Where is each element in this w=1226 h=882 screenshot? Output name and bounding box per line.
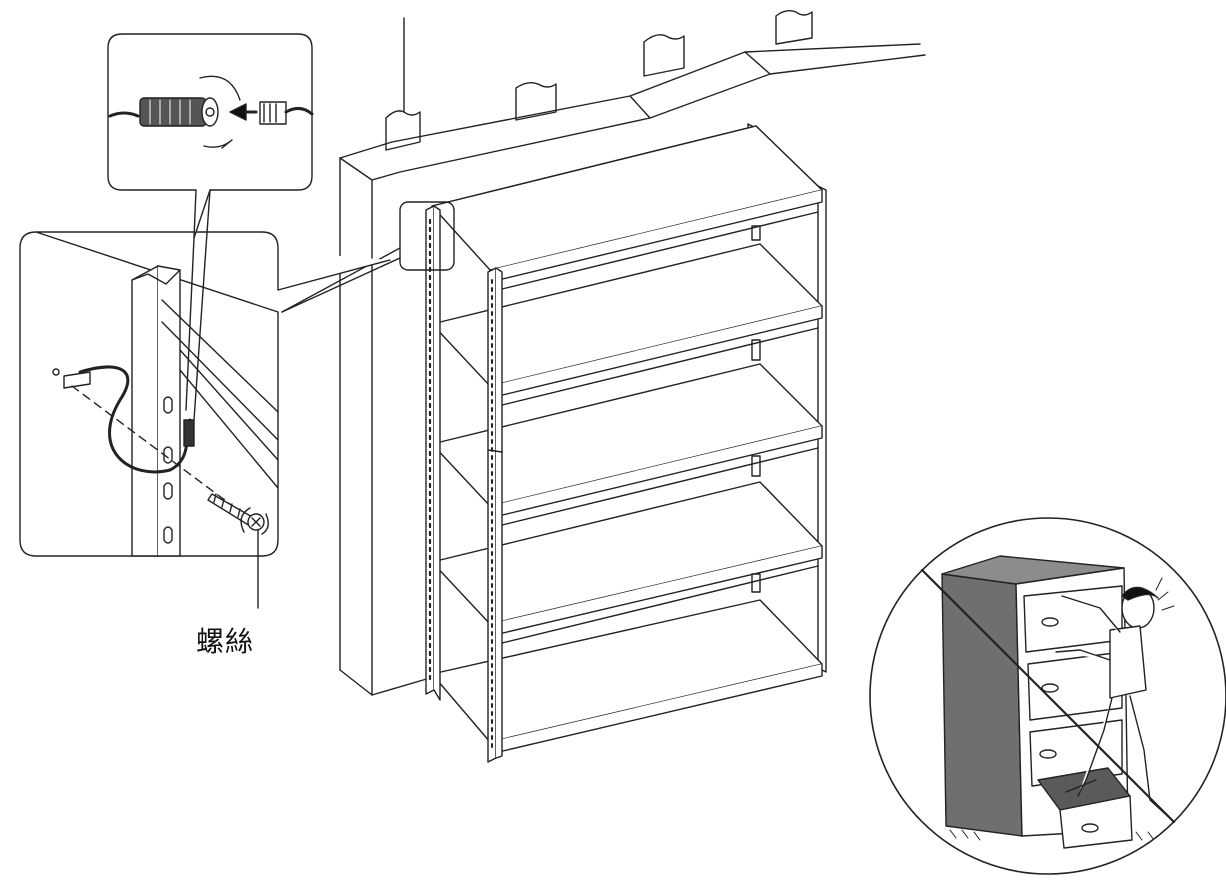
- screw-label: 螺絲: [196, 625, 255, 658]
- turnbuckle-detail: [107, 33, 314, 421]
- shelf-boards: [431, 125, 823, 755]
- wall: [339, 9, 926, 696]
- upright-slots: [163, 396, 173, 544]
- detail-highlight: [399, 201, 455, 271]
- no-climbing-prohibition-icon: [869, 517, 1226, 875]
- child-figure: [1055, 577, 1175, 823]
- screw-icon: [207, 493, 269, 535]
- back-slots: [751, 225, 761, 593]
- wall-studs: [385, 9, 813, 151]
- shelving-unit: [281, 123, 827, 763]
- detail-callout: [19, 231, 391, 609]
